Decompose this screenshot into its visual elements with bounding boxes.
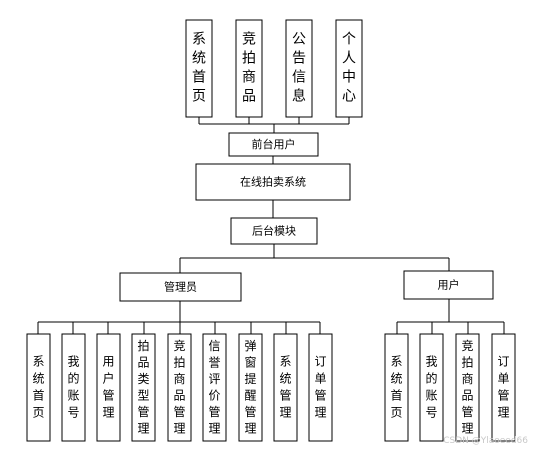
admin-module-4: 拍品类型管理 bbox=[131, 333, 156, 442]
admin-module-5-label: 竞拍商品管理 bbox=[173, 339, 185, 436]
top-modules-group: 系统首页 竞拍商品 公告信息 个人中心 bbox=[185, 19, 363, 118]
admin-module-8-label: 系统管理 bbox=[279, 355, 291, 420]
admin-module-3: 用户管理 bbox=[96, 333, 121, 442]
admin-module-7-label: 弹窗提醒管理 bbox=[244, 339, 256, 436]
backend-module-node: 后台模块 bbox=[230, 217, 318, 245]
user-node: 用户 bbox=[403, 270, 494, 300]
user-module-3: 竞拍商品管理 bbox=[455, 333, 480, 442]
top-module-3: 公告信息 bbox=[285, 19, 313, 118]
user-module-3-label: 竞拍商品管理 bbox=[461, 339, 473, 436]
admin-module-2: 我的账号 bbox=[61, 333, 86, 442]
top-connectors bbox=[198, 117, 350, 133]
top-module-2-label: 竞拍商品 bbox=[242, 31, 256, 105]
top-module-1-label: 系统首页 bbox=[192, 32, 206, 105]
backend-module-label: 后台模块 bbox=[252, 224, 296, 238]
top-module-4: 个人中心 bbox=[335, 19, 363, 118]
system-label: 在线拍卖系统 bbox=[240, 175, 306, 189]
admin-module-1: 系统首页 bbox=[26, 333, 51, 442]
user-modules-group: 系统首页 我的账号 竞拍商品管理 订单管理 bbox=[384, 333, 516, 442]
frontend-user-node: 前台用户 bbox=[228, 132, 319, 157]
admin-node: 管理员 bbox=[119, 272, 242, 302]
admin-modules-group: 系统首页 我的账号 用户管理 拍品类型管理 竞拍商品管理 信誉评价管理 弹窗提醒… bbox=[26, 333, 333, 442]
top-module-4-label: 个人中心 bbox=[342, 32, 356, 105]
admin-label: 管理员 bbox=[164, 280, 197, 294]
admin-module-6-label: 信誉评价管理 bbox=[208, 339, 220, 436]
user-label: 用户 bbox=[438, 278, 460, 292]
admin-module-5: 竞拍商品管理 bbox=[167, 333, 192, 442]
user-module-1-label: 系统首页 bbox=[390, 355, 402, 420]
system-node: 在线拍卖系统 bbox=[195, 163, 351, 201]
watermark: CSDN @Ylaoeed66 bbox=[443, 436, 528, 446]
backend-connectors bbox=[179, 244, 450, 273]
user-module-1: 系统首页 bbox=[384, 333, 409, 442]
top-module-2: 竞拍商品 bbox=[235, 19, 263, 118]
admin-module-9-label: 订单管理 bbox=[314, 355, 326, 420]
admin-module-4-label: 拍品类型管理 bbox=[137, 338, 149, 436]
user-module-2-label: 我的账号 bbox=[425, 355, 437, 420]
top-module-3-label: 公告信息 bbox=[292, 32, 306, 105]
user-module-2: 我的账号 bbox=[419, 333, 444, 442]
user-module-4-label: 订单管理 bbox=[497, 355, 509, 420]
admin-module-3-label: 用户管理 bbox=[102, 355, 114, 420]
admin-module-1-label: 系统首页 bbox=[32, 355, 44, 420]
user-connectors bbox=[396, 299, 505, 334]
admin-module-9: 订单管理 bbox=[308, 333, 333, 442]
user-module-4: 订单管理 bbox=[491, 333, 516, 442]
frontend-user-label: 前台用户 bbox=[252, 137, 296, 151]
top-module-1: 系统首页 bbox=[185, 19, 213, 118]
admin-module-2-label: 我的账号 bbox=[67, 355, 79, 420]
admin-module-8: 系统管理 bbox=[273, 333, 298, 442]
admin-module-6: 信誉评价管理 bbox=[202, 333, 227, 442]
admin-connectors bbox=[37, 301, 321, 334]
admin-module-7: 弹窗提醒管理 bbox=[238, 333, 263, 442]
